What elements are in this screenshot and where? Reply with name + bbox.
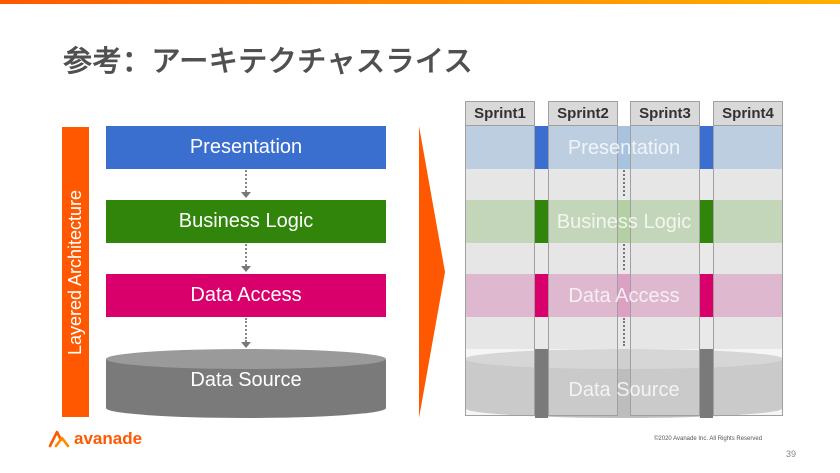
business-logic-band	[465, 200, 783, 243]
connector-line	[245, 170, 247, 192]
sprint-column	[465, 101, 535, 416]
page-number: 39	[786, 449, 797, 459]
connector-line	[245, 244, 247, 266]
arrow-down-icon	[241, 192, 251, 198]
sprint-header: Sprint1	[465, 101, 535, 126]
slice-business-logic	[700, 200, 713, 243]
sprint-column	[713, 101, 783, 416]
sprint-column	[548, 101, 618, 416]
data-source-label: Data Source	[190, 369, 302, 391]
top-accent-bar	[0, 0, 840, 4]
slice-data-access	[700, 274, 713, 317]
slice-data-source	[700, 349, 713, 418]
layered-architecture-label: Layered Architecture	[62, 127, 89, 417]
connector-line	[623, 170, 625, 196]
presentation-label: Presentation	[189, 136, 303, 158]
avanade-logo: avanade	[48, 429, 142, 449]
connector-line	[245, 318, 247, 342]
data-access-band	[465, 274, 783, 317]
chevron-right-icon	[419, 126, 445, 418]
sprint-header: Sprint3	[630, 101, 700, 126]
presentation-band	[465, 126, 783, 169]
arrow-down-icon	[241, 342, 251, 348]
presentation-layer: Presentation	[106, 126, 386, 169]
business-logic-label: Business Logic	[178, 210, 314, 232]
data-source-cylinder: Data Source	[106, 349, 386, 418]
sprint-header: Sprint4	[713, 101, 783, 126]
slice-presentation	[535, 126, 548, 169]
data-access-layer: Data Access	[106, 274, 386, 317]
presentation-label-faded: Presentation	[567, 137, 681, 159]
copyright-text: ©2020 Avanade Inc. All Rights Reserved	[654, 436, 763, 442]
avanade-logo-text: avanade	[74, 429, 143, 448]
business-logic-label-faded: Business Logic	[556, 211, 692, 233]
database-icon	[106, 349, 386, 418]
sprint-header: Sprint2	[548, 101, 618, 126]
slice-business-logic	[535, 200, 548, 243]
arrow-down-icon	[241, 266, 251, 272]
slice-data-access	[535, 274, 548, 317]
slide-title: 参考：アーキテクチャスライス	[63, 44, 474, 78]
avanade-logo-icon	[48, 430, 70, 448]
slice-presentation	[700, 126, 713, 169]
slice-data-source	[535, 349, 548, 418]
connector-line	[623, 318, 625, 346]
sprint-column	[630, 101, 700, 416]
business-logic-layer: Business Logic	[106, 200, 386, 243]
data-access-label-faded: Data Access	[568, 285, 680, 307]
data-access-label: Data Access	[190, 284, 302, 306]
data-source-label-faded: Data Source	[568, 379, 680, 401]
connector-line	[623, 244, 625, 270]
layered-architecture-text: Layered Architecture	[65, 189, 85, 355]
